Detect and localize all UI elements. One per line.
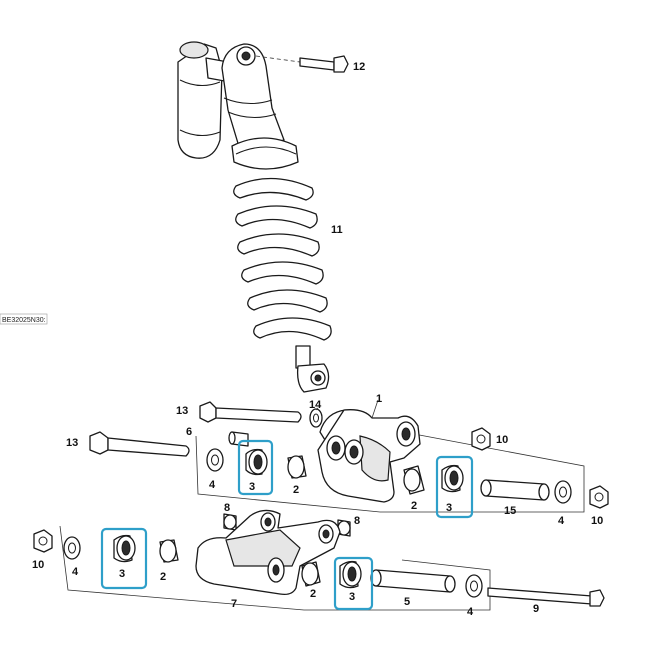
- bearing-3-bottom-left: [113, 534, 136, 563]
- spacer-2-top-left: [287, 455, 307, 479]
- highlight-bearing-3-bottom-left: [100, 527, 148, 590]
- label-10-top: 10: [496, 434, 508, 446]
- label-7: 7: [231, 598, 237, 610]
- label-8-right: 8: [354, 515, 360, 527]
- diagram-code-tag: BE32025N30:: [0, 313, 48, 325]
- bearing-3-bottom-right: [339, 560, 362, 589]
- label-3-top-right: 3: [446, 502, 452, 514]
- highlight-bearing-3-top-left: [237, 439, 274, 496]
- label-2-top-left: 2: [293, 484, 299, 496]
- spacer-2-bottom-right: [301, 561, 321, 587]
- nut-10-left: [33, 529, 53, 553]
- nut-10-top: [471, 427, 491, 451]
- diagram-code: BE32025N30:: [2, 317, 46, 324]
- label-1: 1: [376, 393, 382, 405]
- bearing-3-top-right: [441, 464, 464, 493]
- label-10-left: 10: [32, 559, 44, 571]
- label-4-bottom-left: 4: [72, 566, 79, 578]
- bolt-12: [255, 55, 349, 73]
- shock-absorber: [177, 41, 332, 393]
- bolt-13-upper: [199, 401, 302, 423]
- label-4-top-left: 4: [209, 479, 216, 491]
- washer-4-top-right: [554, 480, 572, 504]
- sleeve-5: [370, 569, 456, 593]
- label-13-lower: 13: [66, 437, 78, 449]
- label-8-left: 8: [224, 502, 230, 514]
- bush-6: [228, 431, 249, 447]
- label-12: 12: [353, 61, 365, 73]
- highlight-bearing-3-bottom-right: [333, 556, 374, 611]
- label-6: 6: [186, 426, 192, 438]
- label-4-bottom-right: 4: [467, 606, 474, 618]
- label-2-bottom-left: 2: [160, 571, 166, 583]
- washer-4-bottom-left: [63, 536, 81, 560]
- bush-8-left: [223, 513, 237, 531]
- coil-spring: [233, 177, 332, 341]
- label-2-top-right: 2: [411, 500, 417, 512]
- label-13-upper: 13: [176, 405, 188, 417]
- spacer-2-bottom-left: [159, 539, 179, 563]
- bearing-3-top-left: [245, 448, 268, 476]
- washer-4-top: [206, 448, 224, 472]
- label-5: 5: [404, 596, 410, 608]
- label-4-top-right: 4: [558, 515, 565, 527]
- highlight-bearing-3-top-right: [435, 455, 474, 519]
- rocker-bracket-1: [317, 399, 421, 503]
- label-11: 11: [331, 224, 343, 236]
- label-9: 9: [533, 603, 539, 615]
- label-3-bottom-right: 3: [349, 591, 355, 603]
- bolt-13-long: [89, 431, 190, 457]
- linkage-7: [195, 509, 341, 596]
- nut-10-right: [589, 485, 609, 509]
- label-14: 14: [309, 399, 322, 411]
- washer-4-bottom-right: [465, 574, 483, 598]
- label-10-right: 10: [591, 515, 603, 527]
- spacer-2-top-right: [403, 465, 425, 495]
- label-2-bottom-right: 2: [310, 588, 316, 600]
- bolt-9: [487, 587, 605, 607]
- sleeve-15: [480, 479, 550, 501]
- label-15: 15: [504, 505, 516, 517]
- label-3-bottom-left: 3: [119, 568, 125, 580]
- label-3-top-left: 3: [249, 481, 255, 493]
- washer-14: [309, 407, 323, 428]
